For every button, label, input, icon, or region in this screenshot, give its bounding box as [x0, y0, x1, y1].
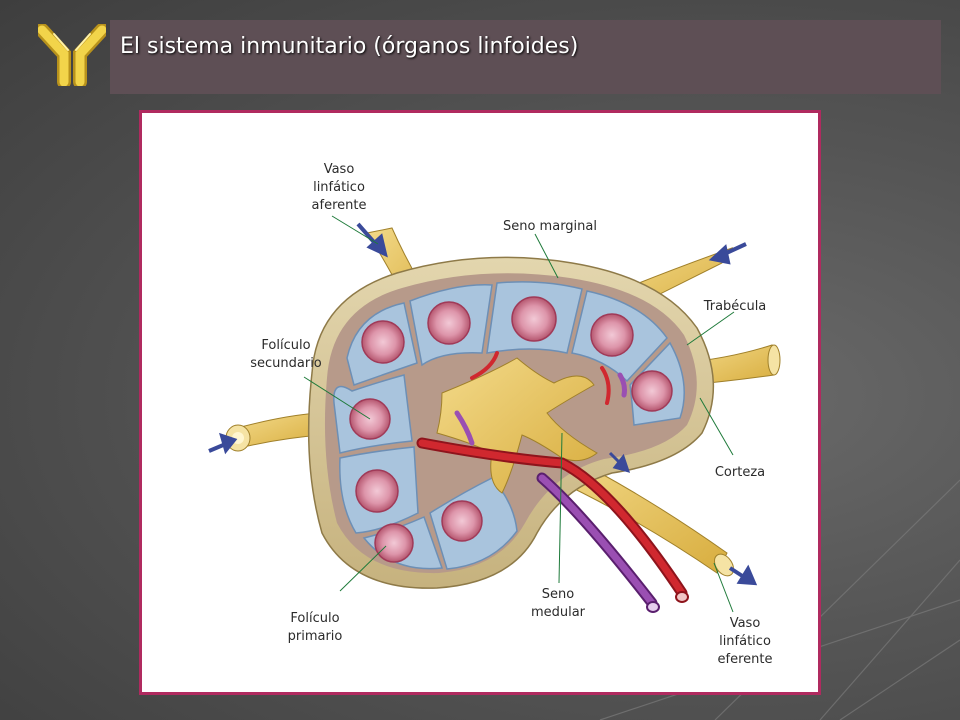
leader-lines [303, 215, 735, 613]
afferent-vessel-left [225, 412, 323, 452]
title-bar: El sistema inmunitario (órganos linfoide… [110, 20, 941, 94]
artery [416, 351, 689, 603]
label-corteza: Corteza [714, 465, 766, 480]
label-seno-marginal: Seno marginal [502, 219, 597, 234]
label-vaso-eferente: Vaso linfático eferente [717, 616, 773, 667]
vein [454, 372, 660, 613]
lymph-node-diagram: Vaso linfático aferente Seno marginal Tr… [139, 110, 821, 695]
slide-title: El sistema inmunitario (órganos linfoide… [120, 34, 579, 59]
lymph-node-illustration [208, 215, 781, 613]
label-vaso-aferente: Vaso linfático aferente [311, 162, 367, 213]
label-foliculo-primario: Folículo primario [287, 611, 343, 644]
label-trabecula: Trabécula [703, 299, 767, 314]
label-foliculo-secundario: Folículo secundario [250, 338, 322, 371]
label-seno-medular: Seno medular [530, 587, 586, 620]
follicle-centers [349, 296, 673, 563]
antibody-icon [38, 24, 106, 86]
